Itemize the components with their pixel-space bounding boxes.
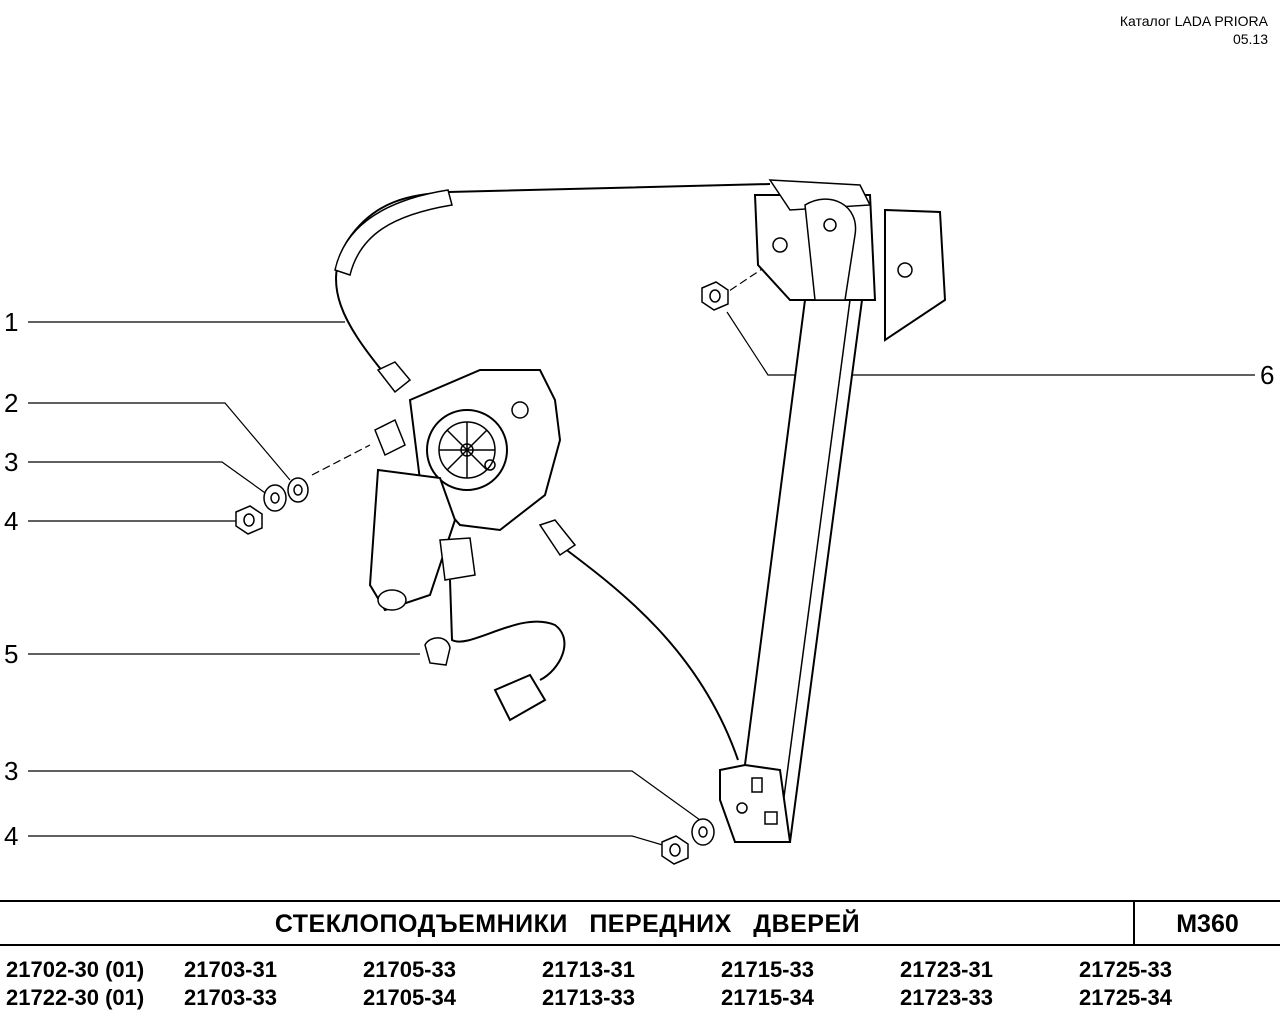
fasteners-upper [235, 477, 309, 535]
model-row-2: 21722-30 (01) 21703-33 21705-34 21713-33… [0, 984, 1280, 1012]
catalog-label: Каталог LADA PRIORA [1119, 13, 1268, 29]
model-code: 21715-34 [721, 985, 814, 1010]
callout-4: 4 [4, 506, 19, 536]
guide-rail [719, 179, 947, 843]
model-code: 21725-33 [1079, 957, 1172, 982]
model-code: 21713-33 [542, 985, 635, 1010]
lower-cable [538, 519, 739, 761]
model-code: 21723-33 [900, 985, 993, 1010]
upper-cable [334, 183, 771, 394]
page-code: М360 [1176, 910, 1239, 938]
model-row-1: 21702-30 (01) 21703-31 21705-33 21713-31… [0, 956, 1280, 984]
callout-3: 3 [4, 447, 19, 477]
model-code: 21705-33 [363, 957, 456, 982]
callout-2: 2 [4, 388, 19, 418]
model-code: 21722-30 (01) [6, 985, 145, 1010]
fasteners-lower [661, 818, 715, 865]
catalog-header: Каталог LADA PRIORA 05.13 [1120, 12, 1268, 48]
model-code: 21703-33 [184, 985, 277, 1010]
model-code: 21702-30 (01) [6, 957, 145, 982]
wire-harness [449, 579, 566, 722]
page-title: СТЕКЛОПОДЪЕМНИКИ ПЕРЕДНИХ ДВЕРЕЙ [274, 910, 861, 938]
model-code: 21715-33 [721, 957, 814, 982]
callout-6: 6 [1260, 360, 1275, 390]
title-divider [1133, 902, 1135, 944]
model-code: 21723-31 [900, 957, 993, 982]
parts-diagram [28, 179, 1255, 865]
callout-4-lower: 4 [4, 821, 19, 851]
title-bar: СТЕКЛОПОДЪЕМНИКИ ПЕРЕДНИХ ДВЕРЕЙ М360 [0, 900, 1280, 946]
wire-clip [424, 637, 451, 666]
model-code: 21705-34 [363, 985, 456, 1010]
leader-lines [28, 224, 1255, 847]
model-code: 21713-31 [542, 957, 635, 982]
callout-3-lower: 3 [4, 756, 19, 786]
catalog-date: 05.13 [1232, 31, 1268, 47]
callout-1: 1 [4, 307, 19, 337]
callout-5: 5 [4, 639, 19, 669]
model-code: 21703-31 [184, 957, 277, 982]
rail-nut [701, 281, 729, 311]
motor-assembly [368, 369, 562, 612]
model-code: 21725-34 [1079, 985, 1172, 1010]
